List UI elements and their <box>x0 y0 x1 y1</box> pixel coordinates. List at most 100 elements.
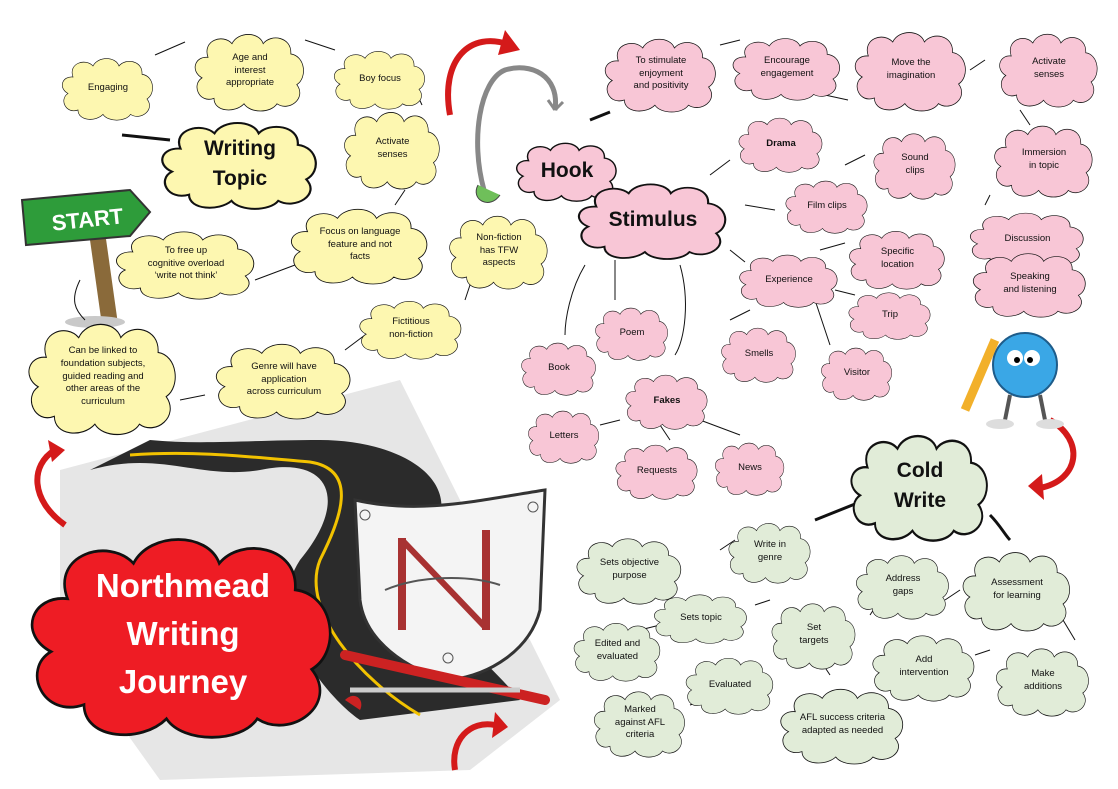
cloud-text: Poem <box>619 326 645 338</box>
title-line-3: Journey <box>118 662 248 700</box>
cloud-text: Film clips <box>807 199 847 211</box>
cloud-letters: Letters <box>525 408 603 464</box>
red-arrow-head <box>48 440 65 462</box>
cloud-text: Discussion <box>1004 232 1051 244</box>
cloud-film-clips: Film clips <box>782 178 872 234</box>
cloud-fakes: Fakes <box>622 372 712 430</box>
cloud-text: Book <box>548 361 570 373</box>
cloud-text: Smells <box>744 347 774 359</box>
fish-hook-icon <box>475 65 565 203</box>
cloud-smells: Smells <box>718 325 800 383</box>
red-arrow-icon <box>451 721 496 771</box>
cloud-evaluated: Evaluated <box>682 655 778 715</box>
hub-stimulus: Stimulus <box>572 180 734 260</box>
title-line-2: Writing <box>126 615 240 653</box>
cloud-boy-focus: Boy focus <box>330 48 430 110</box>
cloud-text: Requests <box>636 464 678 476</box>
school-shield-logo <box>353 488 547 682</box>
cloud-experience: Experience <box>735 252 843 308</box>
cloud-sets-topic: Sets topic <box>650 592 752 644</box>
cloud-text: Drama <box>766 137 796 149</box>
cloud-discussion: Discussion <box>965 210 1090 268</box>
cloud-text: Boy focus <box>359 72 401 84</box>
cloud-text: News <box>738 461 762 473</box>
cloud-poem: Poem <box>592 305 672 361</box>
red-arrow-icon <box>34 447 67 528</box>
pencil-character-icon <box>960 332 1064 429</box>
hub-arrow <box>121 133 171 142</box>
title-line-1: Northmead <box>95 567 271 605</box>
cloud-text: Engaging <box>87 81 129 93</box>
red-arrow-head <box>498 30 520 55</box>
cloud-text: Trip <box>881 308 898 320</box>
cloud-news: News <box>712 440 788 496</box>
cloud-text: Visitor <box>843 366 871 378</box>
hub-text: Stimulus <box>608 207 698 231</box>
cloud-text: Experience <box>765 273 813 285</box>
cloud-text: Evaluated <box>708 678 752 690</box>
red-arrow-head <box>1028 474 1044 500</box>
road-lines <box>129 451 421 717</box>
red-arrow-icon <box>445 38 512 116</box>
cloud-text: Fakes <box>653 394 681 406</box>
cloud-drama: Drama <box>735 115 827 173</box>
cloud-book: Book <box>518 340 600 396</box>
title-cloud: Northmead Writing Journey <box>18 528 348 740</box>
hub-text: Hook <box>540 158 594 182</box>
pen-icon <box>340 650 550 710</box>
cloud-trip: Trip <box>845 290 935 340</box>
start-sign-text: START <box>50 203 125 236</box>
cloud-text: Sets topic <box>680 611 722 623</box>
